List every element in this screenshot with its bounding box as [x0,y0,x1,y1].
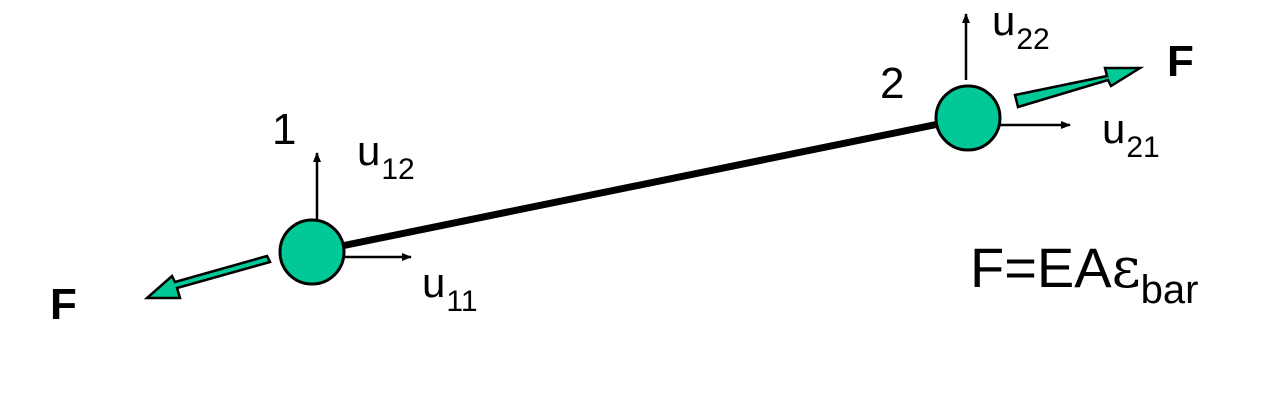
u22-base: u [992,0,1016,44]
u21-label: u21 [1102,105,1160,163]
node-1-label: 1 [272,105,297,154]
u12-label: u12 [357,127,415,185]
epsilon-symbol: ε [1111,236,1141,301]
equation-sub: bar [1140,268,1199,312]
node-2-label: 2 [880,59,905,108]
u21-sub: 21 [1126,131,1160,164]
u11-label: u11 [422,259,478,317]
force-label-right: F [1167,37,1194,86]
u21-base: u [1102,105,1126,152]
node-2-circle [934,84,1002,152]
force-arrow-left [143,254,272,300]
u12-base: u [357,127,381,174]
force-arrow-right [1013,66,1145,109]
u12-sub: 12 [381,153,415,186]
equation-main: F=EA [970,236,1112,299]
force-label-left: F [50,280,77,329]
u11-sub: 11 [446,285,478,318]
u11-base: u [422,259,446,306]
u22-label: u22 [992,0,1050,55]
bar-element [311,114,969,256]
stress-equation: F=EAεbar [970,240,1198,311]
u22-sub: 22 [1016,23,1050,56]
node-1-circle [278,218,346,286]
